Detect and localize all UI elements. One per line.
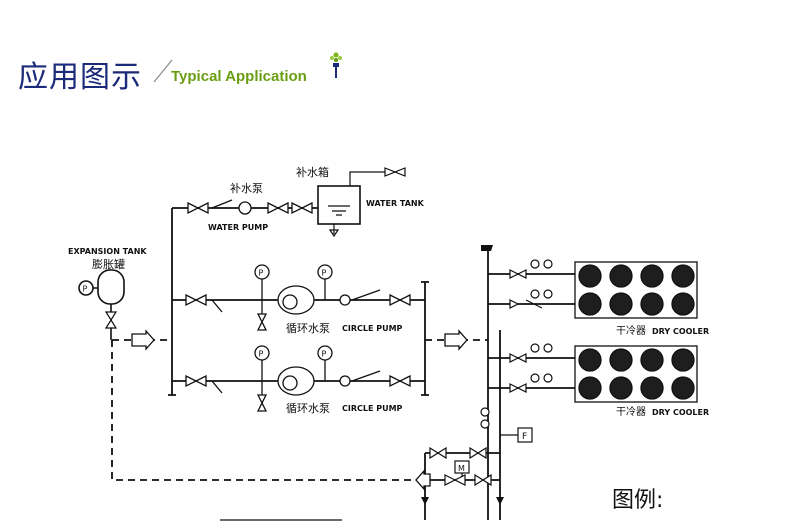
down-arrow-left [421,497,429,505]
makeup-tank-label-cn: 补水箱 [296,165,329,179]
valve-row1-a [185,293,207,307]
gauge-cooler-4a [530,373,540,383]
circle-pump-label-1: CIRCLE PUMP [342,324,403,333]
strainer-row2 [211,380,223,394]
fan-icon [671,292,695,316]
flow-arrow-left [131,329,155,351]
valve-tank-top [384,167,406,177]
fan-icon [671,348,695,372]
flex-joint-row2 [339,375,351,387]
down-arrow-right [496,497,504,505]
fan-icon [578,348,602,372]
fan-icon [640,264,664,288]
valve-makeup-1 [187,201,209,215]
temp-sensor-1 [480,407,490,417]
gauge-label-expansion: P [83,285,88,294]
valve-makeup-3 [291,201,313,215]
motor-valve [444,474,466,486]
drain-valve-row1 [256,313,268,331]
fan-icon [578,264,602,288]
fan-icon [609,376,633,400]
pipe-dashed-return [111,340,425,481]
plant-bulb-icon [330,52,342,78]
gauge-label-row1-out: P [322,269,327,278]
fan-icon [578,292,602,316]
makeup-pump-symbol [238,201,252,215]
gauge-label-row1-in: P [259,269,264,278]
check-valve-makeup [211,199,233,209]
strainer-row1 [211,299,223,313]
gauge-label-row2-in: P [259,350,264,359]
valve-row2-a [185,374,207,388]
legend-title: 图例: [612,488,664,513]
circle-pump-label-2: CIRCLE PUMP [342,404,403,413]
fan-icon [578,376,602,400]
flow-switch-label: F [522,432,527,442]
flow-arrow-right [444,329,468,351]
bypass-valve [474,473,492,487]
temp-sensor-2 [480,419,490,429]
gauge-cooler-1b [543,259,553,269]
motor-valve-label: M [458,464,465,473]
fan-icon [640,292,664,316]
valve-cooler-1 [509,269,527,279]
flex-joint-row1 [339,294,351,306]
fan-icon [609,264,633,288]
expansion-tank-label-cn: 膨胀罐 [92,257,125,271]
valve-cooler-4 [509,383,527,393]
fan-icon [609,292,633,316]
water-tank-symbol [317,185,361,225]
fan-icon [640,376,664,400]
gauge-cooler-1a [530,259,540,269]
gauge-cooler-3a [530,343,540,353]
fan-icon [671,264,695,288]
dry-cooler-label-1: DRY COOLER [652,327,709,336]
expansion-tank-symbol [97,269,125,305]
gauge-cooler-4b [543,373,553,383]
valve-cooler-3 [509,353,527,363]
drain-valve-row2 [256,394,268,412]
valve-lower-2 [469,446,487,460]
gauge-cooler-3b [543,343,553,353]
gauge-cooler-2b [543,289,553,299]
valve-cooler-2 [509,299,543,309]
valve-row2-b [389,374,411,388]
pump-row1-impeller [282,294,298,310]
valve-lower-1 [429,446,447,460]
page-title-chinese: 应用图示 [18,60,142,95]
valve-row1-b [389,293,411,307]
valve-makeup-2 [267,201,289,215]
check-valve-row2 [351,370,381,382]
dry-cooler-label-cn-1: 干冷器 [616,324,646,337]
fan-icon [640,348,664,372]
gauge-label-row2-out: P [322,350,327,359]
circle-pump-label-cn-1: 循环水泵 [286,322,330,335]
water-pump-label: WATER PUMP [208,223,268,232]
title-slash-icon [153,59,173,83]
gauge-cooler-2a [530,289,540,299]
dry-cooler-label-cn-2: 干冷器 [616,405,646,418]
dry-cooler-2 [574,345,698,403]
flow-arrow-return [415,469,431,491]
page-title-english: Typical Application [171,68,307,85]
valve-expansion [104,311,118,329]
pump-row2-impeller [282,375,298,391]
fan-icon [671,376,695,400]
water-tank-label: WATER TANK [366,199,425,208]
air-vent-flag [481,245,493,251]
dry-cooler-1 [574,261,698,319]
expansion-tank-label: EXPANSION TANK [68,247,147,256]
valve-tank-drain [328,224,340,238]
makeup-pump-label-cn: 补水泵 [230,182,263,195]
circle-pump-label-cn-2: 循环水泵 [286,402,330,415]
check-valve-row1 [351,289,381,301]
dry-cooler-label-2: DRY COOLER [652,408,709,417]
fan-icon [609,348,633,372]
